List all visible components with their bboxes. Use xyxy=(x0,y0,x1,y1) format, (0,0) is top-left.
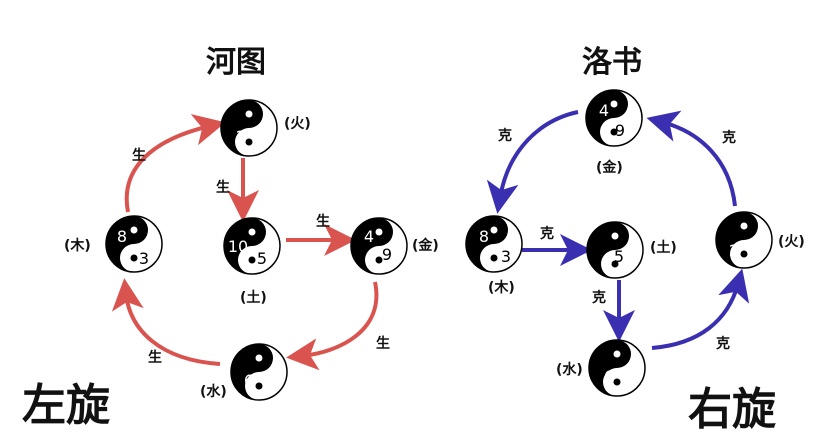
left-rel-wood-fire: 生 xyxy=(132,147,146,164)
left-node-wood: 8 3 xyxy=(105,215,163,273)
right-wood-label: (木) xyxy=(488,279,515,296)
arrow-water-to-fire xyxy=(651,268,750,350)
left-node-fire: 7 2 xyxy=(220,99,278,157)
right-rotation-label: 右旋 xyxy=(688,384,776,435)
left-rotation-label: 左旋 xyxy=(22,380,110,431)
right-water-bottom: 6 xyxy=(604,367,614,386)
arrow-fire-to-metal xyxy=(646,110,737,207)
right-node-earth: 5 xyxy=(586,221,644,279)
left-water-label: (水) xyxy=(200,383,227,400)
left-title: 河图 xyxy=(206,45,266,80)
arrow-water-to-wood xyxy=(111,278,221,366)
right-title: 洛书 xyxy=(582,45,642,80)
left-node-water: 1 6 xyxy=(230,343,288,401)
left-metal-bottom: 9 xyxy=(382,245,392,264)
right-node-water: 1 6 xyxy=(588,339,646,397)
right-node-wood: 8 3 xyxy=(465,215,523,273)
right-wood-bottom: 3 xyxy=(501,247,511,266)
right-water-top: 1 xyxy=(618,345,628,364)
left-rel-earth-metal: 生 xyxy=(316,213,330,230)
left-node-earth: 10 5 xyxy=(223,217,281,275)
right-fire-bottom: 2 xyxy=(729,241,739,260)
left-wood-bottom: 3 xyxy=(139,249,149,268)
right-rel-earth-water: 克 xyxy=(592,289,606,306)
right-metal-label: (金) xyxy=(596,159,623,176)
left-node-metal: 4 9 xyxy=(350,217,408,275)
right-metal-bottom: 9 xyxy=(615,121,625,140)
right-fire-label: (火) xyxy=(778,234,805,250)
left-fire-top: 7 xyxy=(253,107,263,126)
right-node-fire: 7 2 xyxy=(715,211,773,269)
right-rel-fire-metal: 克 xyxy=(722,129,736,146)
right-rel-wood-earth: 克 xyxy=(540,225,554,242)
left-metal-top: 4 xyxy=(364,227,374,246)
left-water-top: 1 xyxy=(258,349,268,368)
right-water-label: (水) xyxy=(556,361,583,378)
right-rel-water-fire: 克 xyxy=(716,335,730,352)
left-earth-bottom: 5 xyxy=(257,249,267,268)
left-wood-top: 8 xyxy=(117,227,127,246)
left-earth-top: 10 xyxy=(228,237,248,256)
left-fire-label: (火) xyxy=(284,116,311,132)
arrow-metal-to-water xyxy=(286,281,379,371)
left-metal-label: (金) xyxy=(412,237,439,254)
right-wood-top: 8 xyxy=(479,227,489,246)
left-wood-label: (木) xyxy=(64,237,91,254)
right-fire-top: 7 xyxy=(749,219,759,238)
left-rel-fire-earth: 生 xyxy=(216,179,230,196)
arrow-wood-to-fire xyxy=(124,114,226,213)
right-earth-label: (土) xyxy=(650,239,677,256)
left-rel-water-wood: 生 xyxy=(148,349,162,366)
left-rel-metal-water: 生 xyxy=(376,335,390,352)
right-rel-metal-wood: 克 xyxy=(498,127,512,144)
left-water-bottom: 6 xyxy=(244,371,254,390)
right-node-metal: 4 9 xyxy=(585,89,643,147)
left-fire-bottom: 2 xyxy=(236,127,246,146)
left-earth-label: (土) xyxy=(240,289,267,306)
right-metal-top: 4 xyxy=(599,101,609,120)
arrow-metal-to-wood xyxy=(486,110,579,214)
right-earth-bottom: 5 xyxy=(614,247,624,266)
